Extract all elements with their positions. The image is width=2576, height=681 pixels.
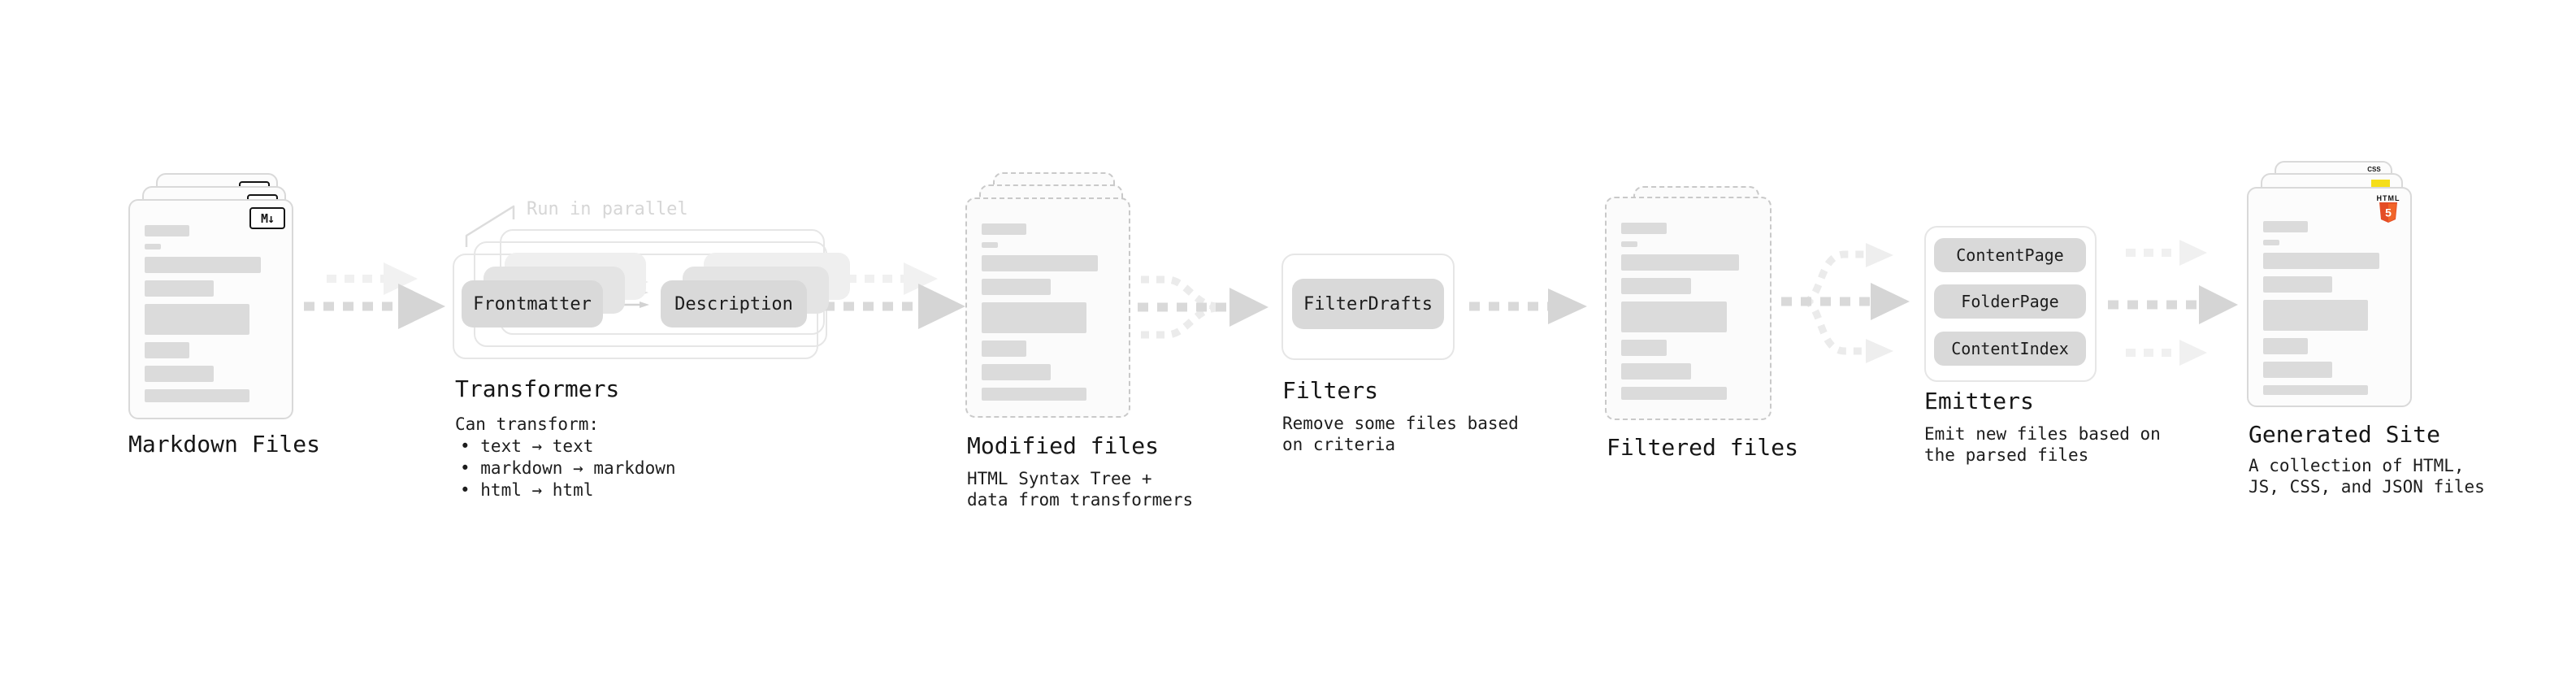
markdown-files-stack: M↓ M↓ M↓ [128,173,323,421]
description-node: Description [661,280,807,327]
js-icon [2371,180,2390,188]
markdown-icon-label: M↓ [260,210,275,226]
modified-files-stack [965,172,1160,420]
arrow-emitters-to-generated [2108,240,2238,366]
contentindex-node: ContentIndex [1934,332,2086,366]
generated-site-stack: CSS HTML 5 [2247,161,2444,413]
folderpage-node: FolderPage [1934,284,2086,319]
arrow-transformers-to-modified [824,262,965,329]
filters-desc: Remove some files based on criteria [1282,414,1519,454]
file-card [965,197,1130,418]
generated-site-desc: A collection of HTML, JS, CSS, and JSON … [2249,456,2485,497]
contentpage-node: ContentPage [1934,238,2086,272]
filterdrafts-node: FilterDrafts [1292,279,1444,329]
placeholder-text-lines [982,223,1114,401]
frontmatter-node: Frontmatter [462,280,603,327]
frontmatter-node-label: Frontmatter [473,293,592,314]
filtered-files-stack [1605,186,1804,423]
description-node-label: Description [674,293,793,314]
placeholder-text-lines [2263,221,2396,395]
file-card [1605,197,1772,420]
folderpage-node-label: FolderPage [1961,292,2059,311]
transformers-bullet-list: • text → text • markdown → markdown • ht… [460,436,676,501]
filterdrafts-node-label: FilterDrafts [1303,293,1433,314]
contentindex-node-label: ContentIndex [1951,339,2069,358]
bullet-item: • html → html [460,480,594,500]
markdown-icon: M↓ [249,207,285,229]
file-card: HTML 5 [2247,187,2412,407]
annotation-leader-line [465,205,515,247]
emitters-desc: Emit new files based on the parsed files [1924,424,2161,465]
arrow-markdown-to-transformers [304,262,445,329]
transformers-title: Transformers [455,375,620,402]
filtered-files-title: Filtered files [1607,434,1799,461]
emitters-title: Emitters [1924,388,2034,414]
arrow-filtered-to-emitters [1781,243,1910,363]
markdown-files-title: Markdown Files [128,431,321,458]
generated-site-title: Generated Site [2249,421,2441,448]
css-icon-label: CSS [2367,166,2381,173]
contentpage-node-label: ContentPage [1956,245,2064,265]
modified-files-desc: HTML Syntax Tree + data from transformer… [967,469,1194,510]
transformers-desc-heading: Can transform: [455,414,600,434]
bullet-item: • text → text [460,436,594,456]
placeholder-text-lines [1621,223,1755,400]
placeholder-text-lines [145,225,277,402]
html5-icon-number: 5 [2385,206,2392,219]
modified-files-title: Modified files [967,432,1160,459]
filters-title: Filters [1282,377,1379,404]
arrow-filters-to-filtered [1469,288,1587,324]
html5-icon: HTML 5 [2376,194,2400,227]
transformers-stack: Frontmatter Description [453,229,869,362]
html5-icon-word: HTML [2376,194,2400,202]
bullet-item: • markdown → markdown [460,458,676,478]
file-card: M↓ [128,199,293,419]
arrow-modified-to-filters [1138,275,1268,339]
run-in-parallel-annotation: Run in parallel [527,199,688,219]
